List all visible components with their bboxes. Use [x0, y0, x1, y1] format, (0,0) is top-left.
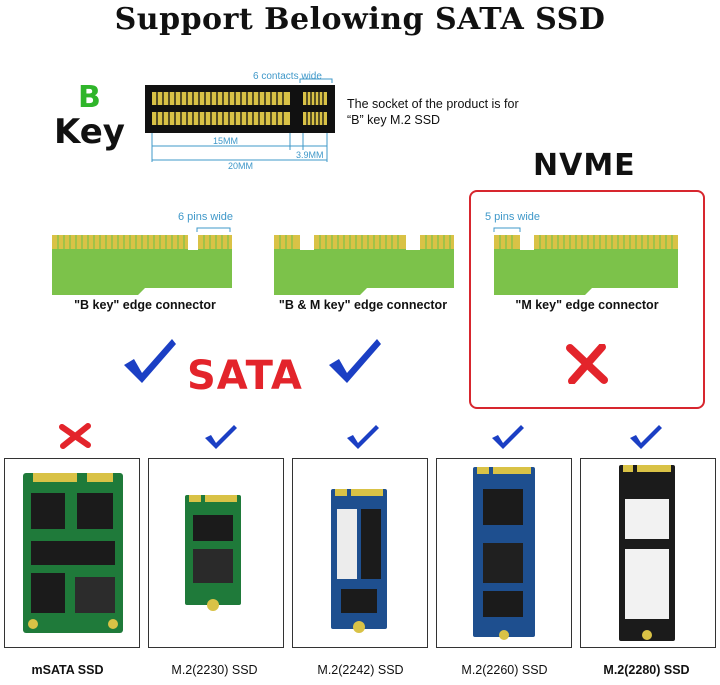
m2-2280-ssd-label: M.2(2280) SSD	[603, 663, 690, 677]
msata-ssd-card	[4, 458, 140, 648]
m2-socket-diagram	[145, 78, 335, 162]
nvme-box	[469, 190, 705, 409]
m-key-connector-diagram	[493, 227, 678, 295]
check-icon	[205, 425, 237, 449]
check-icon	[347, 425, 379, 449]
m2-2230-ssd-image	[185, 495, 241, 611]
m2-2280-ssd-card	[580, 458, 716, 648]
m2-2280-ssd-image	[619, 465, 675, 641]
dim-3-9mm: 3.9MM	[296, 150, 324, 160]
m2-2242-ssd-card	[292, 458, 428, 648]
b-key-word: Key	[54, 112, 125, 152]
m2-2260-ssd-image	[473, 467, 535, 640]
bm-key-connector-label: "B & M key" edge connector	[278, 298, 448, 312]
cross-icon	[59, 423, 91, 449]
contacts-width-label: 6 contacts wide	[253, 71, 322, 82]
dim-20mm: 20MM	[228, 161, 254, 171]
msata-ssd-image	[23, 473, 123, 633]
b-key-connector-label: "B key" edge connector	[74, 298, 216, 312]
socket-description: The socket of the product is for “B” key…	[347, 96, 519, 128]
m-key-connector-label: "M key" edge connector	[515, 298, 659, 312]
check-icon	[124, 339, 176, 383]
check-icon	[492, 425, 524, 449]
check-icon	[329, 339, 381, 383]
b-key-connector-diagram	[52, 227, 232, 295]
nvme-title: NVME	[533, 148, 636, 183]
m-key-pins-label: 5 pins wide	[485, 211, 541, 223]
m2-2242-ssd-image	[331, 489, 387, 633]
m2-2260-ssd-label: M.2(2260) SSD	[461, 663, 548, 677]
page-title: Support Belowing SATA SSD	[114, 2, 606, 37]
m2-2230-ssd-label: M.2(2230) SSD	[171, 663, 258, 677]
m2-2242-ssd-label: M.2(2242) SSD	[317, 663, 404, 677]
m2-2260-ssd-card	[436, 458, 572, 648]
cross-icon	[566, 344, 608, 384]
check-icon	[630, 425, 662, 449]
bm-key-connector-diagram	[274, 235, 454, 295]
socket-description-line1: The socket of the product is for	[347, 97, 519, 111]
dim-15mm: 15MM	[213, 136, 239, 146]
b-key-letter: B	[78, 80, 101, 115]
sata-title: SATA	[187, 353, 303, 399]
m2-2230-ssd-card	[148, 458, 284, 648]
msata-ssd-label: mSATA SSD	[31, 663, 104, 677]
b-key-pins-label: 6 pins wide	[178, 211, 234, 223]
socket-description-line2: “B” key M.2 SSD	[347, 113, 441, 127]
